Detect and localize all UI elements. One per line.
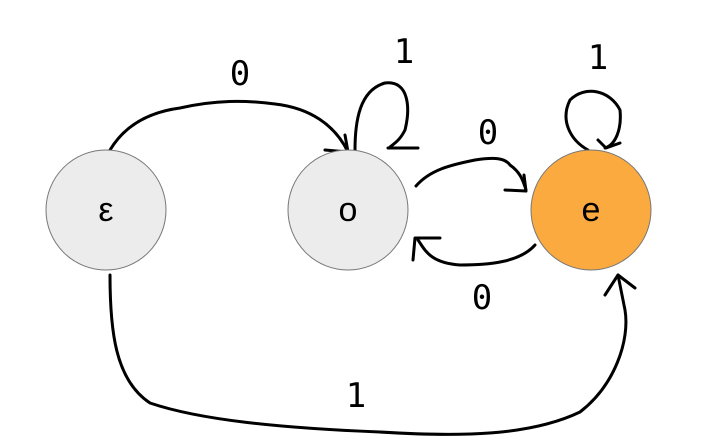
edge-e-self-loop — [564, 89, 622, 152]
state-label: e — [582, 191, 601, 229]
edge-e-to-o — [411, 236, 537, 267]
edge-o-self-loop — [353, 81, 420, 152]
edge-label-eps-o: 0 — [230, 54, 250, 94]
state-label: o — [339, 191, 358, 229]
edge-eps-to-o — [108, 99, 350, 154]
state-label: ε — [98, 191, 113, 229]
state-o[interactable]: o — [287, 149, 409, 271]
edge-label-e-e: 1 — [588, 38, 608, 78]
edge-label-eps-e: 1 — [346, 376, 366, 416]
edge-o-to-e — [414, 156, 528, 193]
edge-label-o-o: 1 — [394, 32, 414, 72]
edge-eps-to-e — [108, 273, 637, 436]
state-e[interactable]: e — [530, 149, 652, 271]
state-epsilon[interactable]: ε — [45, 149, 167, 271]
edge-label-e-o: 0 — [472, 278, 492, 318]
edge-label-o-e: 0 — [478, 113, 498, 153]
